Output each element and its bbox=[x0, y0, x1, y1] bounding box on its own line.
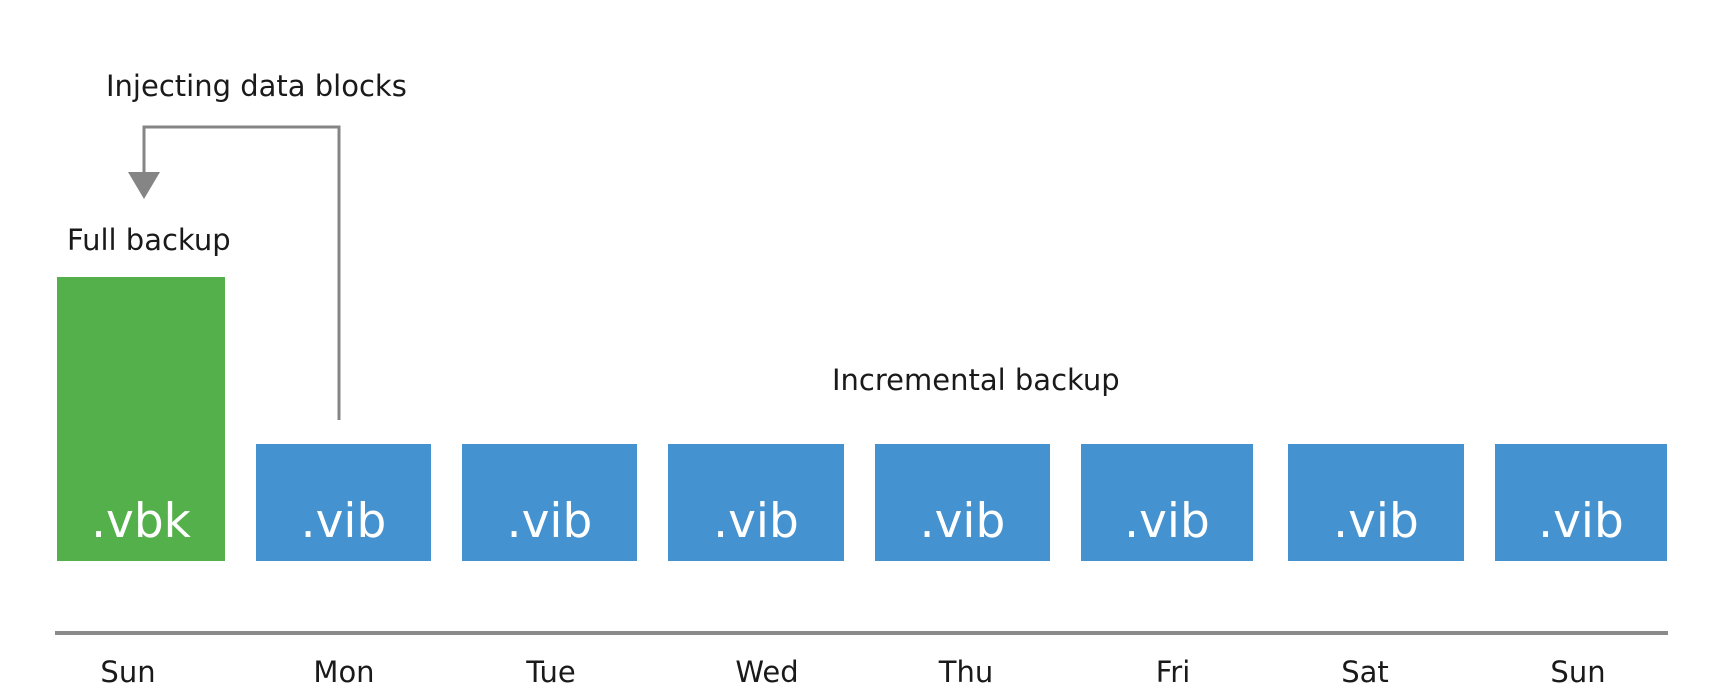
incremental-file-wed: .vib bbox=[668, 444, 844, 561]
day-label-fri: Fri bbox=[1155, 655, 1191, 689]
incremental-extension: .vib bbox=[1538, 494, 1624, 549]
injecting-data-blocks-label: Injecting data blocks bbox=[106, 69, 407, 103]
day-label-tue: Tue bbox=[526, 655, 576, 689]
full-backup-file: .vbk bbox=[57, 277, 225, 561]
incremental-extension: .vib bbox=[919, 494, 1006, 549]
day-label-wed: Wed bbox=[735, 655, 799, 689]
full-backup-extension: .vbk bbox=[91, 494, 191, 549]
incremental-file-fri: .vib bbox=[1081, 444, 1253, 561]
day-label-mon: Mon bbox=[313, 655, 375, 689]
incremental-file-tue: .vib bbox=[462, 444, 637, 561]
injection-arrowhead bbox=[128, 172, 160, 199]
day-label-sun-2: Sun bbox=[1550, 655, 1606, 689]
incremental-extension: .vib bbox=[1124, 494, 1210, 549]
incremental-extension: .vib bbox=[713, 494, 799, 549]
incremental-file-sat: .vib bbox=[1288, 444, 1464, 561]
full-backup-label: Full backup bbox=[67, 223, 231, 257]
incremental-file-sun: .vib bbox=[1495, 444, 1667, 561]
incremental-extension: .vib bbox=[300, 494, 387, 549]
day-label-thu: Thu bbox=[938, 655, 994, 689]
day-label-sat: Sat bbox=[1341, 655, 1389, 689]
incremental-file-mon: .vib bbox=[256, 444, 431, 561]
incremental-extension: .vib bbox=[506, 494, 593, 549]
injection-connector-line bbox=[142, 125, 341, 420]
day-label-sun: Sun bbox=[100, 655, 156, 689]
incremental-file-thu: .vib bbox=[875, 444, 1050, 561]
incremental-extension: .vib bbox=[1333, 494, 1419, 549]
incremental-backup-label: Incremental backup bbox=[832, 363, 1120, 397]
